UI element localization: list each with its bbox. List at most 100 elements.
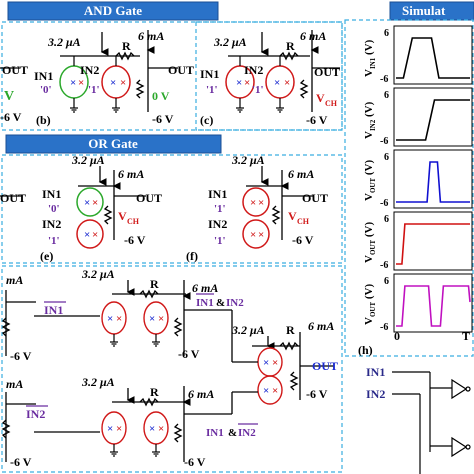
svg-text:V: V bbox=[118, 209, 127, 223]
svg-text:×: × bbox=[116, 423, 122, 435]
svg-text:×: × bbox=[284, 77, 290, 89]
term1-b: IN2 bbox=[226, 297, 244, 309]
term2-b: IN2 bbox=[238, 427, 256, 439]
bias-current-e: 3.2 μA bbox=[71, 153, 105, 167]
svg-text:R: R bbox=[150, 385, 159, 399]
sim-waveform bbox=[396, 99, 470, 141]
load-current-b: 6 mA bbox=[138, 29, 164, 43]
left-v-a: V bbox=[4, 89, 14, 104]
svg-text:×: × bbox=[149, 423, 155, 435]
left-out-a: OUT bbox=[2, 63, 28, 77]
svg-text:×: × bbox=[263, 357, 269, 369]
sim-frame bbox=[393, 273, 473, 333]
and-circuit-c: 3.2 μA R 6 mA OUT × × × × IN1 '1' IN2 '1… bbox=[200, 29, 340, 127]
svg-text:×: × bbox=[149, 313, 155, 325]
load-current-f: 6 mA bbox=[288, 167, 314, 181]
panel-label-f: (f) bbox=[186, 249, 198, 263]
in2-state-c: '1' bbox=[252, 84, 264, 96]
in2-label-b: IN2 bbox=[80, 63, 99, 77]
left-neg-a: -6 V bbox=[0, 110, 22, 124]
svg-text:×: × bbox=[107, 313, 113, 325]
left-out-d: OUT bbox=[0, 191, 26, 205]
neg-left-b: -6 V bbox=[10, 455, 32, 469]
and-circuit-b: 3.2 μA R 6 mA OUT × × × × IN1 '0' IN2 '1… bbox=[34, 29, 194, 127]
svg-text:×: × bbox=[110, 77, 116, 89]
svg-text:R: R bbox=[150, 277, 159, 291]
sim-waveform bbox=[396, 285, 471, 327]
left-current-b: mA bbox=[6, 377, 23, 391]
term1-a: IN1 bbox=[196, 297, 214, 309]
in1-label-e: IN1 bbox=[42, 187, 61, 201]
svg-text:×: × bbox=[250, 197, 256, 209]
neg-supply-g3: -6 V bbox=[184, 455, 206, 469]
sim-tick-bottom: -6 bbox=[380, 260, 388, 271]
neg-supply-e: -6 V bbox=[124, 233, 146, 247]
or-circuit-f: 3.2 μA 6 mA OUT × × × × IN1 '1' IN2 '1' … bbox=[186, 153, 328, 263]
svg-text:×: × bbox=[236, 77, 242, 89]
svg-text:×: × bbox=[107, 423, 113, 435]
in1-state-c: '1' bbox=[206, 84, 218, 96]
gate-diagram: IN1 IN2 bbox=[366, 365, 471, 474]
or-gate-title: OR Gate bbox=[88, 136, 138, 151]
in2-label-e: IN2 bbox=[42, 217, 61, 231]
sim-tick-top: 6 bbox=[384, 276, 389, 287]
sim-frame bbox=[393, 211, 473, 271]
sim-tick-top: 6 bbox=[384, 28, 389, 39]
svg-text:×: × bbox=[250, 229, 256, 241]
vch-label-f: V CH bbox=[288, 209, 310, 226]
panel-label-e: (e) bbox=[40, 249, 53, 263]
simulation-title: Simulat bbox=[402, 3, 446, 18]
in1-label-b: IN1 bbox=[34, 69, 53, 83]
sim-frame bbox=[393, 87, 473, 147]
svg-text:×: × bbox=[158, 423, 164, 435]
svg-text:×: × bbox=[263, 385, 269, 397]
term2-amp: & bbox=[228, 427, 237, 439]
gate-in2: IN2 bbox=[366, 387, 385, 401]
neg-supply-b: -6 V bbox=[152, 112, 174, 126]
sim-tick-bottom: -6 bbox=[380, 322, 388, 333]
svg-text:CH: CH bbox=[297, 217, 310, 226]
svg-text:6 mA: 6 mA bbox=[192, 281, 218, 295]
svg-text:×: × bbox=[158, 313, 164, 325]
svg-text:3.2 μA: 3.2 μA bbox=[81, 375, 115, 389]
svg-text:R: R bbox=[286, 323, 295, 337]
neg-supply-f: -6 V bbox=[292, 233, 314, 247]
sim-waveform bbox=[396, 161, 470, 203]
or-gate-banner bbox=[5, 134, 222, 154]
sim-tick-top: 6 bbox=[384, 90, 389, 101]
in1-state-f: '1' bbox=[214, 203, 226, 215]
or-circuit-e: 3.2 μA 6 mA OUT × × × × IN1 '0' IN2 '1' … bbox=[40, 153, 162, 263]
svg-text:×: × bbox=[92, 197, 98, 209]
out-level-b: 0 V bbox=[152, 89, 170, 103]
sim-ylabel: VIN2 (V) bbox=[363, 101, 377, 139]
sim-ylabel: VIN1 (V) bbox=[363, 39, 377, 77]
svg-text:3.2 μA: 3.2 μA bbox=[231, 323, 265, 337]
neg-supply-g1: -6 V bbox=[178, 347, 200, 361]
sim-tick-bottom: -6 bbox=[380, 136, 388, 147]
sim-ylabel: VOUT (V) bbox=[363, 160, 377, 201]
in1-bar: IN1 bbox=[44, 303, 63, 317]
out-label-f: OUT bbox=[302, 191, 328, 205]
sim-waveform bbox=[396, 37, 470, 79]
svg-text:×: × bbox=[272, 385, 278, 397]
sim-tick-top: 6 bbox=[384, 152, 389, 163]
vch-label-e: V CH bbox=[118, 209, 140, 226]
resistor-label-c: R bbox=[286, 39, 295, 53]
panel-label-b: (b) bbox=[36, 113, 51, 127]
sim-tick-bottom: -6 bbox=[380, 198, 388, 209]
dashed-frames bbox=[1, 19, 474, 473]
sim-ylabel: VOUT (V) bbox=[363, 284, 377, 325]
load-current-e: 6 mA bbox=[118, 167, 144, 181]
sim-waveform bbox=[396, 223, 470, 265]
sim-tick-bottom: -6 bbox=[380, 74, 388, 85]
sim-frame bbox=[393, 25, 473, 85]
out-label-g: OUT bbox=[312, 359, 338, 373]
svg-text:CH: CH bbox=[325, 99, 338, 108]
svg-text:×: × bbox=[244, 77, 250, 89]
and-gate-banner bbox=[7, 1, 219, 21]
gate-in1: IN1 bbox=[366, 365, 385, 379]
term2-a: IN1 bbox=[206, 427, 224, 439]
sim-x-label: T bbox=[462, 329, 470, 343]
panel-label-h: (h) bbox=[358, 343, 373, 357]
